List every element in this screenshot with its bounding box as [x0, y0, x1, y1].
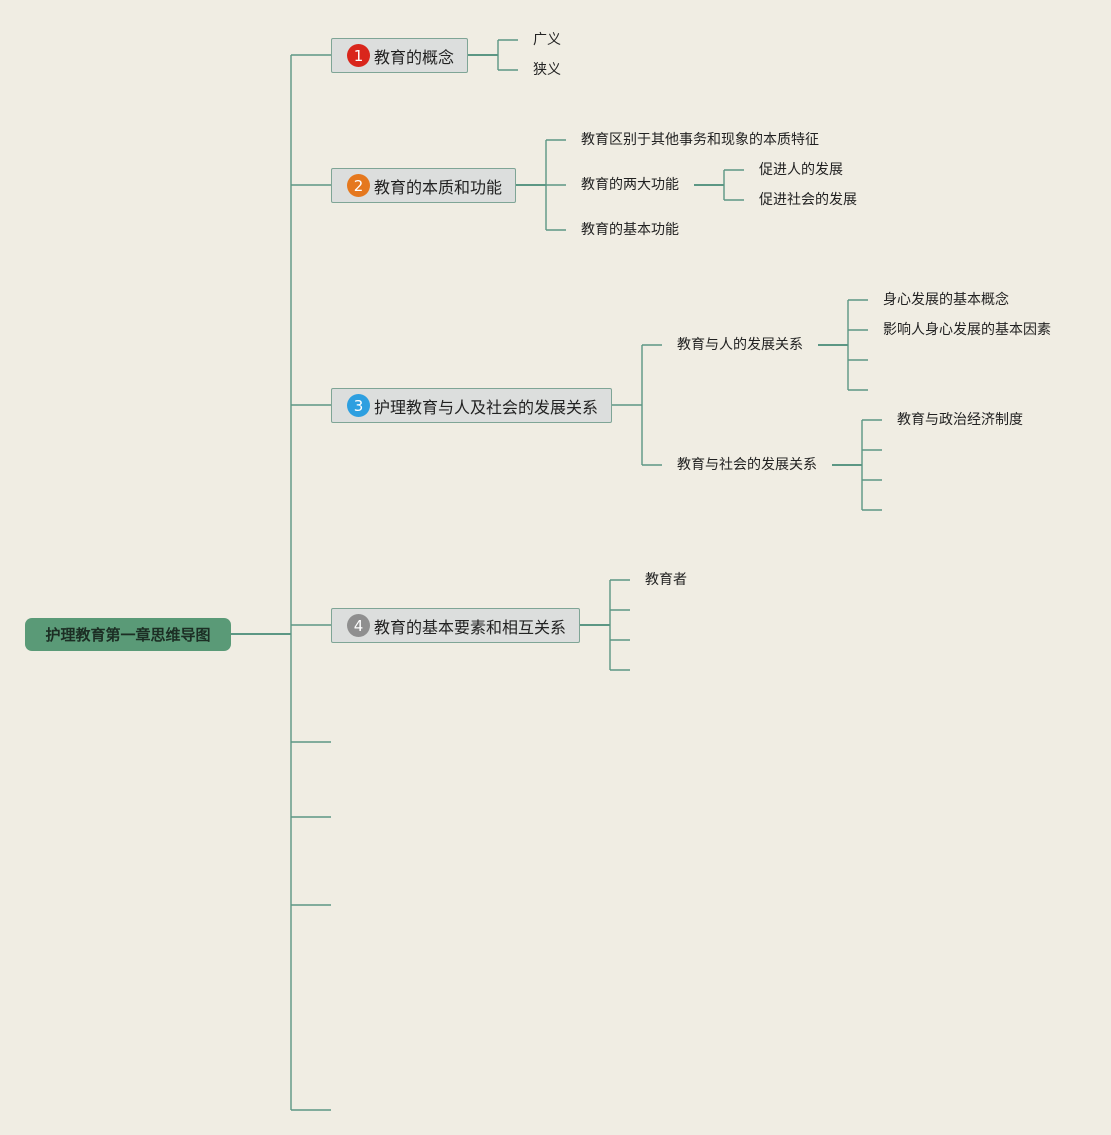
- subtopic-basic-function[interactable]: 教育的基本功能: [581, 222, 679, 238]
- topic-label: 教育的概念: [374, 47, 455, 67]
- topic-4-node[interactable]: 4 教育的基本要素和相互关系: [331, 608, 580, 643]
- root-label: 护理教育第一章思维导图: [45, 626, 211, 644]
- subtopic-promote-human[interactable]: 促进人的发展: [759, 162, 843, 178]
- subtopic-narrow-sense[interactable]: 狭义: [533, 62, 561, 78]
- number-2-badge-icon: 2: [347, 174, 370, 197]
- topic-label: 护理教育与人及社会的发展关系: [374, 397, 599, 417]
- topic-1-node[interactable]: 1 教育的概念: [331, 38, 468, 73]
- topic-3-node[interactable]: 3 护理教育与人及社会的发展关系: [331, 388, 612, 423]
- topic-label: 教育的本质和功能: [374, 177, 503, 197]
- subtopic-education-human[interactable]: 教育与人的发展关系: [677, 337, 803, 353]
- number-4-badge-icon: 4: [347, 614, 370, 637]
- subtopic-essential-feature[interactable]: 教育区别于其他事务和现象的本质特征: [581, 132, 819, 148]
- subtopic-promote-society[interactable]: 促进社会的发展: [759, 192, 857, 208]
- number-1-badge-icon: 1: [347, 44, 370, 67]
- subtopic-education-society[interactable]: 教育与社会的发展关系: [677, 457, 817, 473]
- subtopic-body-mind-concept[interactable]: 身心发展的基本概念: [883, 292, 1009, 308]
- topic-label: 教育的基本要素和相互关系: [374, 617, 567, 637]
- subtopic-influence-factors[interactable]: 影响人身心发展的基本因素: [883, 322, 1051, 338]
- topic-2-node[interactable]: 2 教育的本质和功能: [331, 168, 516, 203]
- subtopic-political-economic[interactable]: 教育与政治经济制度: [897, 412, 1023, 428]
- number-3-badge-icon: 3: [347, 394, 370, 417]
- subtopic-broad-sense[interactable]: 广义: [533, 32, 561, 48]
- subtopic-two-functions[interactable]: 教育的两大功能: [581, 177, 679, 193]
- subtopic-educator[interactable]: 教育者: [645, 572, 687, 588]
- root-node[interactable]: 护理教育第一章思维导图: [25, 618, 231, 651]
